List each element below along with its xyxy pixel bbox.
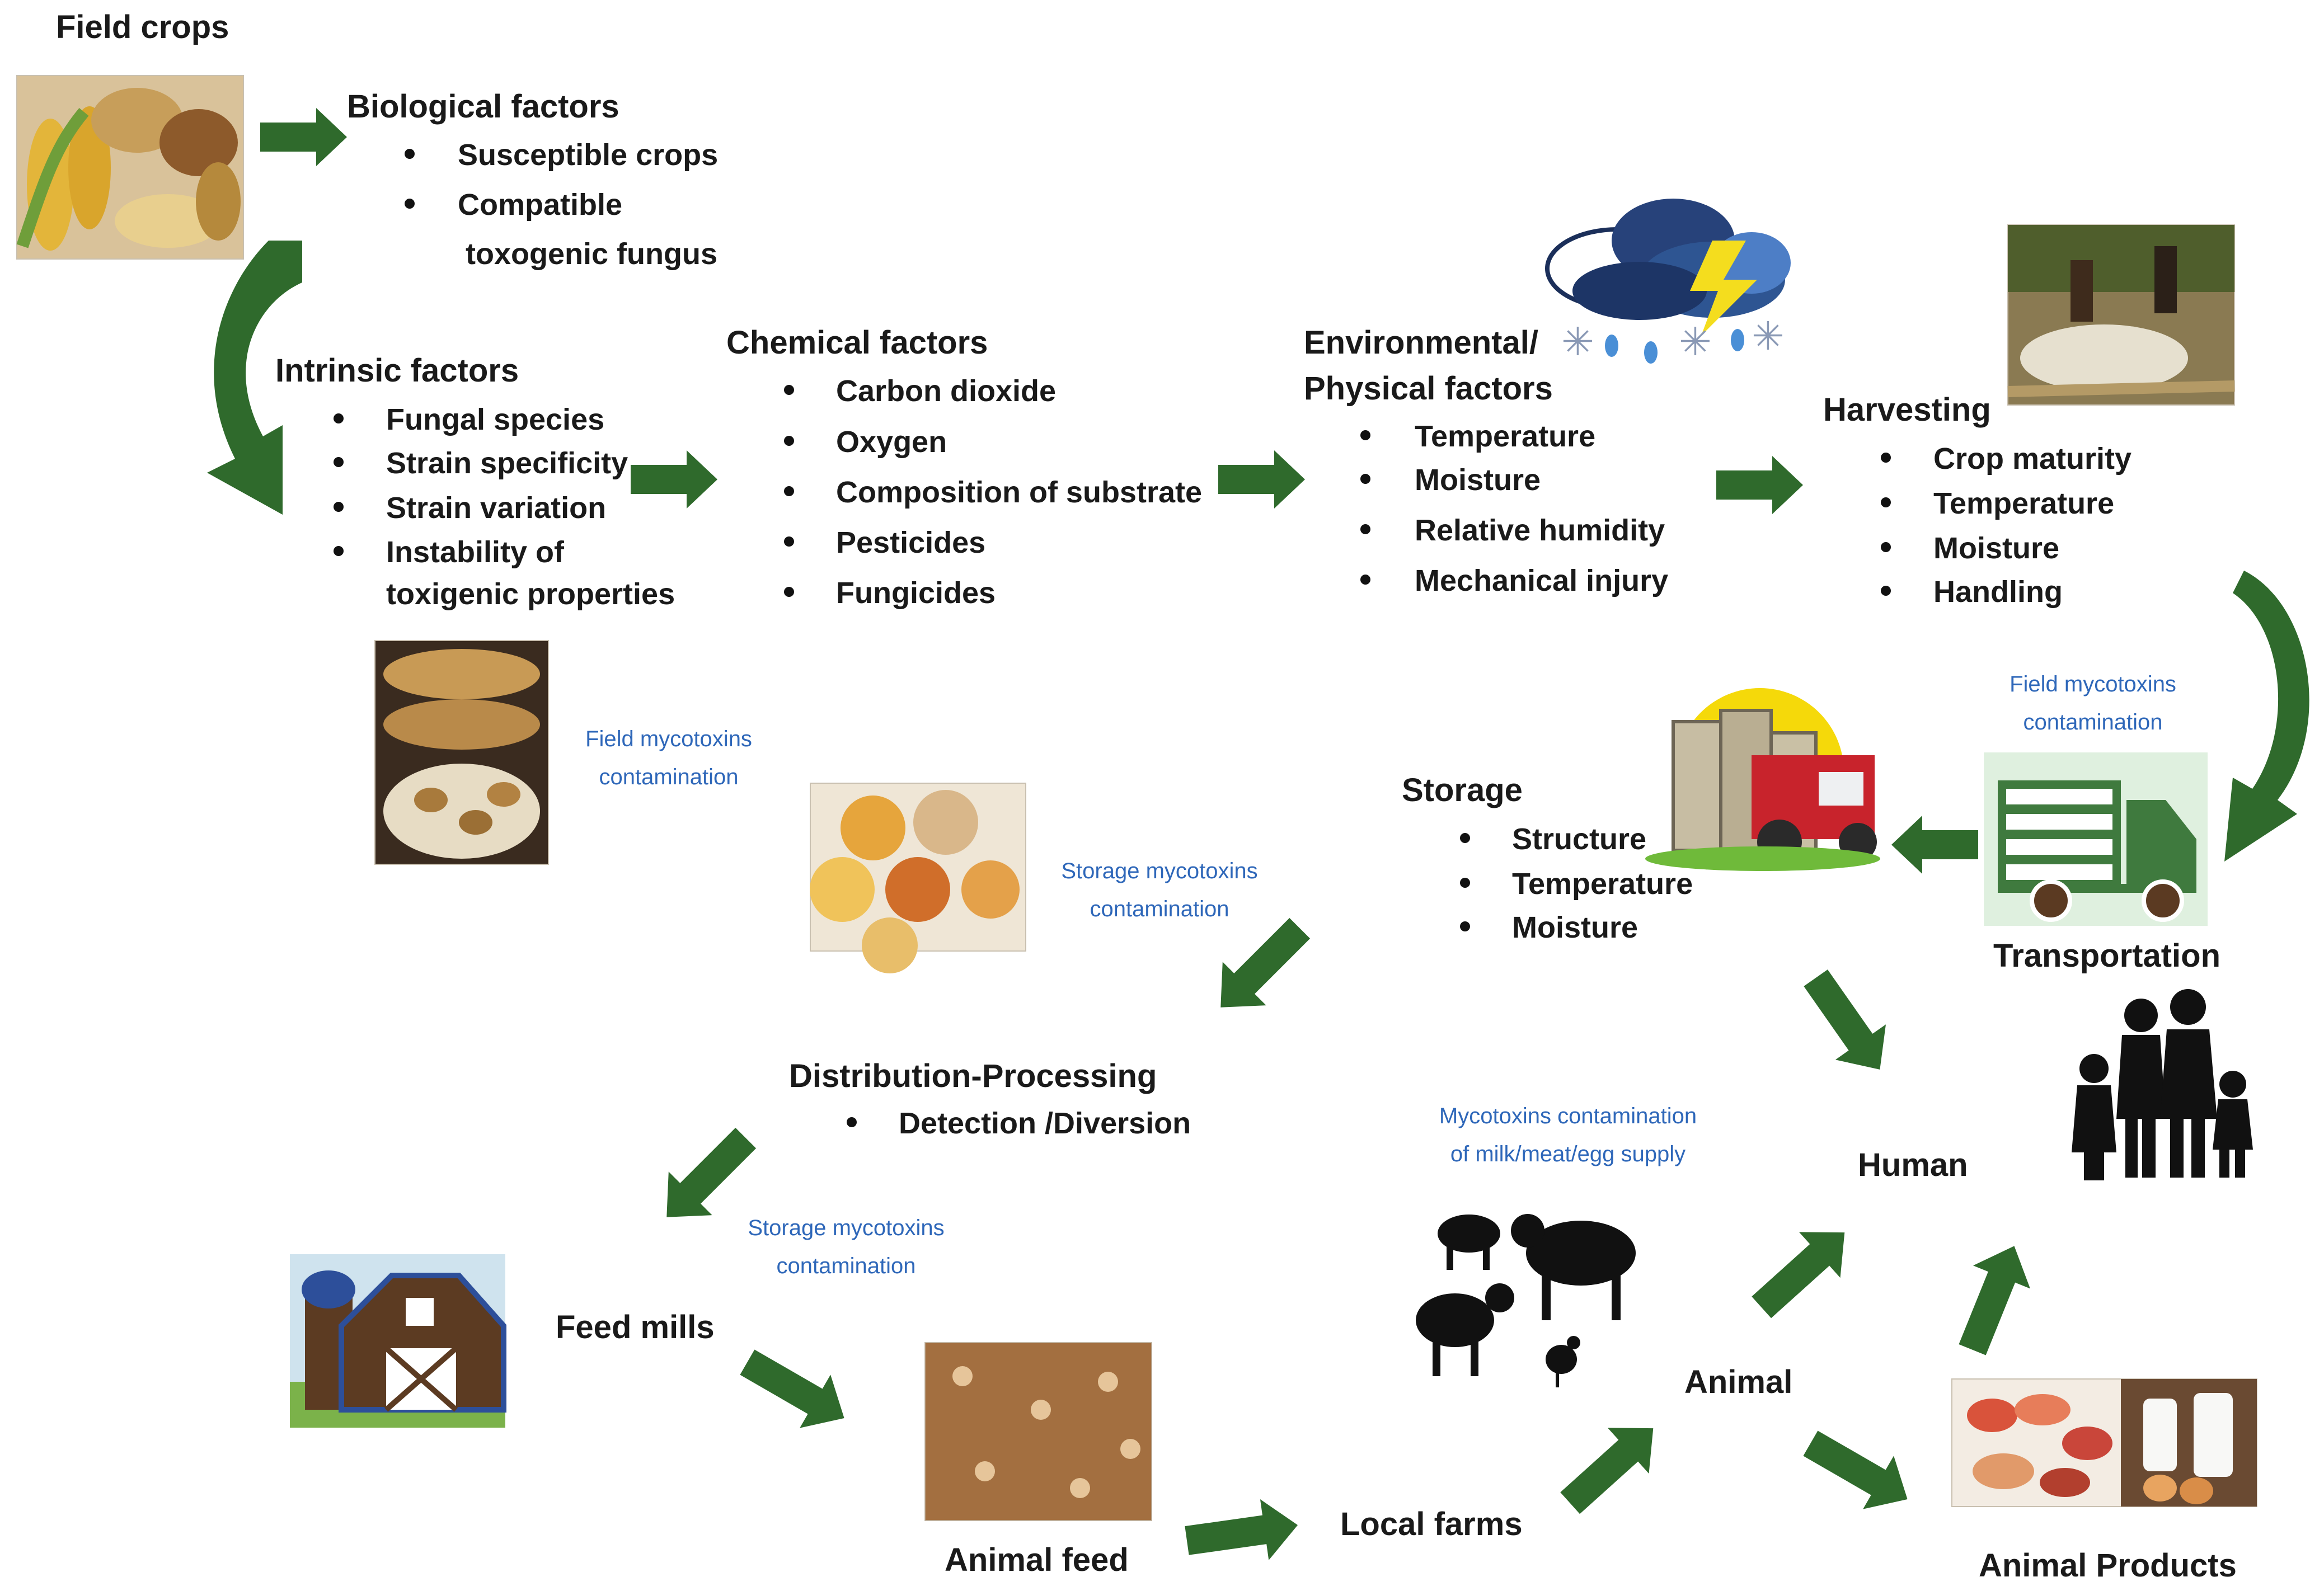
- intrinsic-item-continuation: toxigenic properties: [386, 577, 675, 611]
- flow-arrow-curved: [2224, 571, 2309, 862]
- flow-arrow: [1795, 1416, 1923, 1526]
- field-crops-title: Field crops: [56, 9, 229, 45]
- chemical-item: Carbon dioxide: [836, 374, 1056, 408]
- moldy-corn-photo: [374, 640, 549, 865]
- storage-item: Moisture: [1512, 911, 1638, 944]
- chemical-item: Composition of substrate: [836, 476, 1202, 509]
- meat-milk-eggs-photo: [1951, 1378, 2257, 1507]
- harvesting-item: Moisture: [1933, 531, 2059, 565]
- harvesting-item: Temperature: [1933, 487, 2114, 520]
- environmental-item: Relative humidity: [1415, 514, 1665, 547]
- distribution-title: Distribution-Processing: [789, 1058, 1157, 1094]
- truck-icon: [1984, 752, 2208, 926]
- svg-text:Field mycotoxins: Field mycotoxins: [2010, 672, 2176, 696]
- harvest-field-photo: [2007, 224, 2235, 406]
- flow-arrow: [1891, 816, 1978, 874]
- intrinsic-item: Strain variation: [386, 491, 606, 525]
- svg-text:Storage mycotoxins: Storage mycotoxins: [748, 1216, 944, 1240]
- svg-text:✳: ✳: [1679, 319, 1712, 365]
- svg-text:contamination: contamination: [776, 1254, 915, 1278]
- distribution-item: Detection /Diversion: [899, 1107, 1191, 1140]
- flow-arrow: [1182, 1494, 1302, 1571]
- environmental-item: Temperature: [1415, 420, 1595, 453]
- flow-arrow: [631, 450, 717, 509]
- flow-arrow: [1943, 1234, 2043, 1362]
- intrinsic-item: Instability of: [386, 535, 565, 569]
- storage-title: Storage: [1402, 772, 1523, 808]
- svg-text:contamination: contamination: [2023, 710, 2162, 735]
- harvesting-item: Handling: [1933, 575, 2063, 609]
- note-field-right: Field mycotoxins contamination: [2010, 672, 2176, 735]
- environmental-item: Moisture: [1415, 463, 1541, 497]
- grain-sacks-photo: [810, 783, 1026, 973]
- storm-cloud-icon: ✳ ✳ ✳: [1545, 199, 1791, 365]
- svg-text:contamination: contamination: [599, 765, 738, 789]
- environmental-title-line1: Environmental/: [1304, 324, 1538, 361]
- feed-mills-title: Feed mills: [556, 1309, 715, 1345]
- flow-arrow-curved: [207, 241, 302, 515]
- distribution-processing: Distribution-Processing Detection /Diver…: [789, 1058, 1191, 1140]
- svg-text:✳: ✳: [1752, 313, 1785, 359]
- environmental-item: Mechanical injury: [1415, 564, 1668, 597]
- biological-item-continuation: toxogenic fungus: [466, 237, 717, 271]
- note-storage-upper: Storage mycotoxins contamination: [1061, 859, 1257, 921]
- intrinsic-item: Fungal species: [386, 403, 604, 436]
- flow-arrow: [1218, 450, 1305, 509]
- animal-products-title: Animal Products: [1979, 1547, 2237, 1584]
- flow-arrow: [1199, 906, 1322, 1029]
- biological-factors: Biological factors Susceptible crops Com…: [347, 88, 718, 271]
- chemical-factors: Chemical factors Carbon dioxide Oxygen C…: [726, 324, 1202, 610]
- harvesting: Harvesting Crop maturity Temperature Moi…: [1823, 392, 2131, 609]
- svg-text:Mycotoxins contamination: Mycotoxins contamination: [1439, 1104, 1697, 1128]
- note-field-left: Field mycotoxins contamination: [585, 727, 752, 789]
- flow-arrow: [731, 1335, 860, 1445]
- biological-item: Compatible: [458, 188, 622, 222]
- note-storage-lower: Storage mycotoxins contamination: [748, 1216, 944, 1278]
- svg-text:contamination: contamination: [1090, 897, 1229, 921]
- farm-animals-icon: [1416, 1214, 1636, 1387]
- biological-title: Biological factors: [347, 88, 619, 125]
- family-silhouette-icon: [2072, 989, 2253, 1180]
- flow-arrow: [1716, 456, 1803, 514]
- chemical-title: Chemical factors: [726, 324, 988, 361]
- local-farms-title: Local farms: [1340, 1506, 1523, 1542]
- note-supply: Mycotoxins contamination of milk/meat/eg…: [1439, 1104, 1697, 1166]
- storage: Storage Structure Temperature Moisture: [1402, 772, 1693, 944]
- barn-icon: [290, 1254, 506, 1428]
- svg-text:✳: ✳: [1561, 319, 1594, 365]
- intrinsic-title: Intrinsic factors: [275, 352, 519, 389]
- flow-arrow: [1740, 1209, 1866, 1330]
- svg-text:of milk/meat/egg supply: of milk/meat/egg supply: [1450, 1142, 1686, 1166]
- animal-feed-title: Animal feed: [945, 1542, 1129, 1578]
- animal-title: Animal: [1684, 1364, 1792, 1400]
- chemical-item: Fungicides: [836, 576, 996, 610]
- transportation-title: Transportation: [1993, 938, 2220, 974]
- svg-text:Field mycotoxins: Field mycotoxins: [585, 727, 752, 751]
- flow-arrow: [1549, 1405, 1674, 1526]
- chemical-item: Pesticides: [836, 526, 985, 559]
- biological-item: Susceptible crops: [458, 138, 718, 172]
- flow-arrow: [260, 108, 347, 166]
- storage-item: Structure: [1512, 822, 1646, 856]
- flow-arrow: [1790, 960, 1905, 1088]
- intrinsic-item: Strain specificity: [386, 446, 628, 480]
- intrinsic-factors: Intrinsic factors Fungal species Strain …: [275, 352, 675, 611]
- storage-item: Temperature: [1512, 867, 1693, 901]
- svg-text:Storage mycotoxins: Storage mycotoxins: [1061, 859, 1257, 883]
- environmental-title-line2: Physical factors: [1304, 370, 1553, 407]
- chemical-item: Oxygen: [836, 425, 947, 459]
- environmental-factors: Environmental/ Physical factors Temperat…: [1304, 324, 1668, 597]
- harvesting-title: Harvesting: [1823, 392, 1991, 428]
- harvesting-item: Crop maturity: [1933, 442, 2131, 476]
- silo-and-harvester-icon: [1645, 688, 1880, 871]
- animal-feed-photo: [924, 1342, 1152, 1521]
- grain-and-corn-photo: [16, 75, 244, 260]
- human-title: Human: [1858, 1147, 1968, 1183]
